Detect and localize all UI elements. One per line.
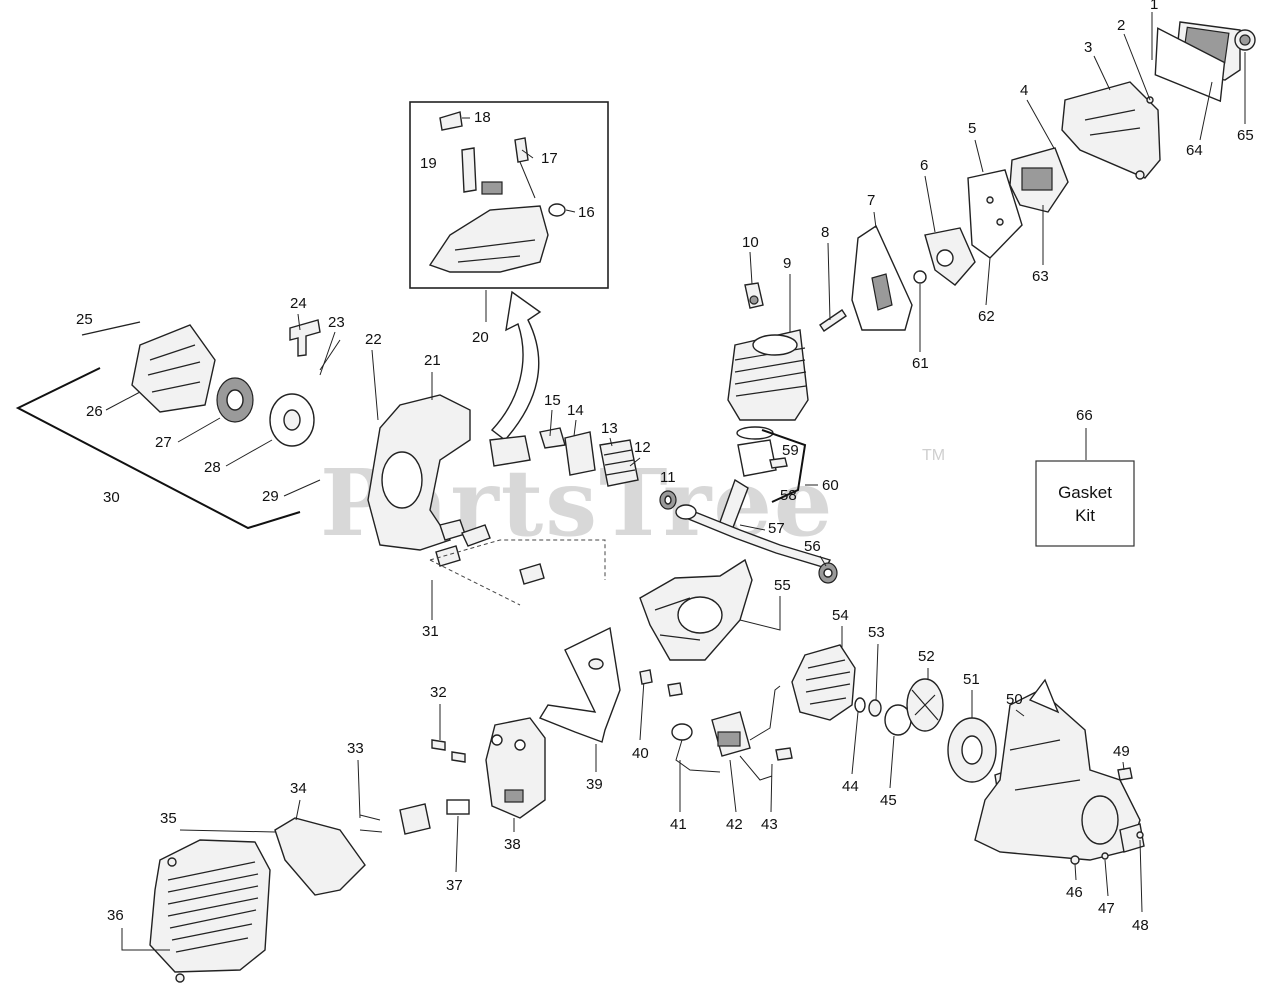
part-callout-44[interactable]: 44 bbox=[842, 778, 859, 795]
part-callout-3[interactable]: 3 bbox=[1084, 39, 1092, 56]
part-callout-15[interactable]: 15 bbox=[544, 392, 561, 409]
cylinder-group bbox=[727, 282, 809, 421]
part-callout-49[interactable]: 49 bbox=[1113, 743, 1130, 760]
part-callout-64[interactable]: 64 bbox=[1186, 142, 1203, 159]
part-callout-62[interactable]: 62 bbox=[978, 308, 995, 325]
part-callout-28[interactable]: 28 bbox=[204, 459, 221, 476]
part-callout-58[interactable]: 58 bbox=[780, 487, 797, 504]
part-callout-65[interactable]: 65 bbox=[1237, 127, 1254, 144]
part-callout-27[interactable]: 27 bbox=[155, 434, 172, 451]
part-callout-59[interactable]: 59 bbox=[782, 442, 799, 459]
part-callout-21[interactable]: 21 bbox=[424, 352, 441, 369]
muffler-group bbox=[431, 626, 621, 819]
part-callout-20[interactable]: 20 bbox=[472, 329, 489, 346]
watermark-trademark: TM bbox=[922, 447, 945, 464]
part-callout-30[interactable]: 30 bbox=[103, 489, 120, 506]
carburetor-group bbox=[819, 147, 1069, 332]
part-callout-51[interactable]: 51 bbox=[963, 671, 980, 688]
part-callout-47[interactable]: 47 bbox=[1098, 900, 1115, 917]
gasket-kit-label-line1: Gasket bbox=[1058, 483, 1112, 502]
part-callout-35[interactable]: 35 bbox=[160, 810, 177, 827]
part-callout-25[interactable]: 25 bbox=[76, 311, 93, 328]
part-callout-24[interactable]: 24 bbox=[290, 295, 307, 312]
ignition-group bbox=[639, 669, 793, 781]
part-callout-57[interactable]: 57 bbox=[768, 520, 785, 537]
piston-crank-group bbox=[659, 426, 838, 584]
part-callout-23[interactable]: 23 bbox=[328, 314, 345, 331]
part-callout-1[interactable]: 1 bbox=[1150, 0, 1158, 13]
part-callout-40[interactable]: 40 bbox=[632, 745, 649, 762]
part-callout-12[interactable]: 12 bbox=[634, 439, 651, 456]
part-callout-5[interactable]: 5 bbox=[968, 120, 976, 137]
part-callout-54[interactable]: 54 bbox=[832, 607, 849, 624]
part-callout-33[interactable]: 33 bbox=[347, 740, 364, 757]
part-callout-11[interactable]: 11 bbox=[660, 469, 676, 486]
part-callout-18[interactable]: 18 bbox=[474, 109, 491, 126]
part-callout-43[interactable]: 43 bbox=[761, 816, 778, 833]
part-callout-29[interactable]: 29 bbox=[262, 488, 279, 505]
part-callout-13[interactable]: 13 bbox=[601, 420, 618, 437]
part-callout-46[interactable]: 46 bbox=[1066, 884, 1083, 901]
part-callout-41[interactable]: 41 bbox=[670, 816, 687, 833]
part-callout-4[interactable]: 4 bbox=[1020, 82, 1028, 99]
part-callout-36[interactable]: 36 bbox=[107, 907, 124, 924]
part-callout-37[interactable]: 37 bbox=[446, 877, 463, 894]
part-callout-10[interactable]: 10 bbox=[742, 234, 759, 251]
inset-throttle-parts bbox=[428, 111, 566, 273]
part-callout-14[interactable]: 14 bbox=[567, 402, 584, 419]
part-callout-19[interactable]: 19 bbox=[420, 155, 437, 172]
part-callout-2[interactable]: 2 bbox=[1117, 17, 1125, 34]
part-callout-50[interactable]: 50 bbox=[1006, 691, 1023, 708]
inset-box bbox=[409, 101, 609, 289]
part-callout-34[interactable]: 34 bbox=[290, 780, 307, 797]
part-callout-53[interactable]: 53 bbox=[868, 624, 885, 641]
gasket-kit-box[interactable] bbox=[1035, 460, 1135, 547]
part-callout-32[interactable]: 32 bbox=[430, 684, 447, 701]
part-callout-61[interactable]: 61 bbox=[912, 355, 929, 372]
part-callout-60[interactable]: 60 bbox=[822, 477, 839, 494]
part-callout-6[interactable]: 6 bbox=[920, 157, 928, 174]
part-callout-38[interactable]: 38 bbox=[504, 836, 521, 853]
part-callout-39[interactable]: 39 bbox=[586, 776, 603, 793]
part-callout-55[interactable]: 55 bbox=[774, 577, 791, 594]
part-callout-63[interactable]: 63 bbox=[1032, 268, 1049, 285]
part-callout-9[interactable]: 9 bbox=[783, 255, 791, 272]
air-filter-cover-group bbox=[1061, 21, 1256, 180]
clutch-housing-group bbox=[947, 678, 1145, 865]
part-callout-7[interactable]: 7 bbox=[867, 192, 875, 209]
part-callout-52[interactable]: 52 bbox=[918, 648, 935, 665]
fuel-tank-housing bbox=[367, 394, 639, 606]
part-callout-22[interactable]: 22 bbox=[365, 331, 382, 348]
gasket-kit-label-line2: Kit bbox=[1075, 506, 1095, 525]
part-callout-17[interactable]: 17 bbox=[541, 150, 558, 167]
part-callout-42[interactable]: 42 bbox=[726, 816, 743, 833]
part-callout-66[interactable]: 66 bbox=[1076, 407, 1093, 424]
starter-group bbox=[15, 319, 341, 530]
crankcase-group bbox=[639, 558, 753, 661]
part-callout-31[interactable]: 31 bbox=[422, 623, 439, 640]
part-callout-16[interactable]: 16 bbox=[578, 204, 595, 221]
part-callout-8[interactable]: 8 bbox=[821, 224, 829, 241]
flywheel-group bbox=[791, 644, 944, 736]
engine-cover-group bbox=[149, 799, 470, 983]
part-callout-56[interactable]: 56 bbox=[804, 538, 821, 555]
part-callout-26[interactable]: 26 bbox=[86, 403, 103, 420]
part-callout-48[interactable]: 48 bbox=[1132, 917, 1149, 934]
curved-arrow bbox=[490, 290, 542, 441]
part-callout-45[interactable]: 45 bbox=[880, 792, 897, 809]
